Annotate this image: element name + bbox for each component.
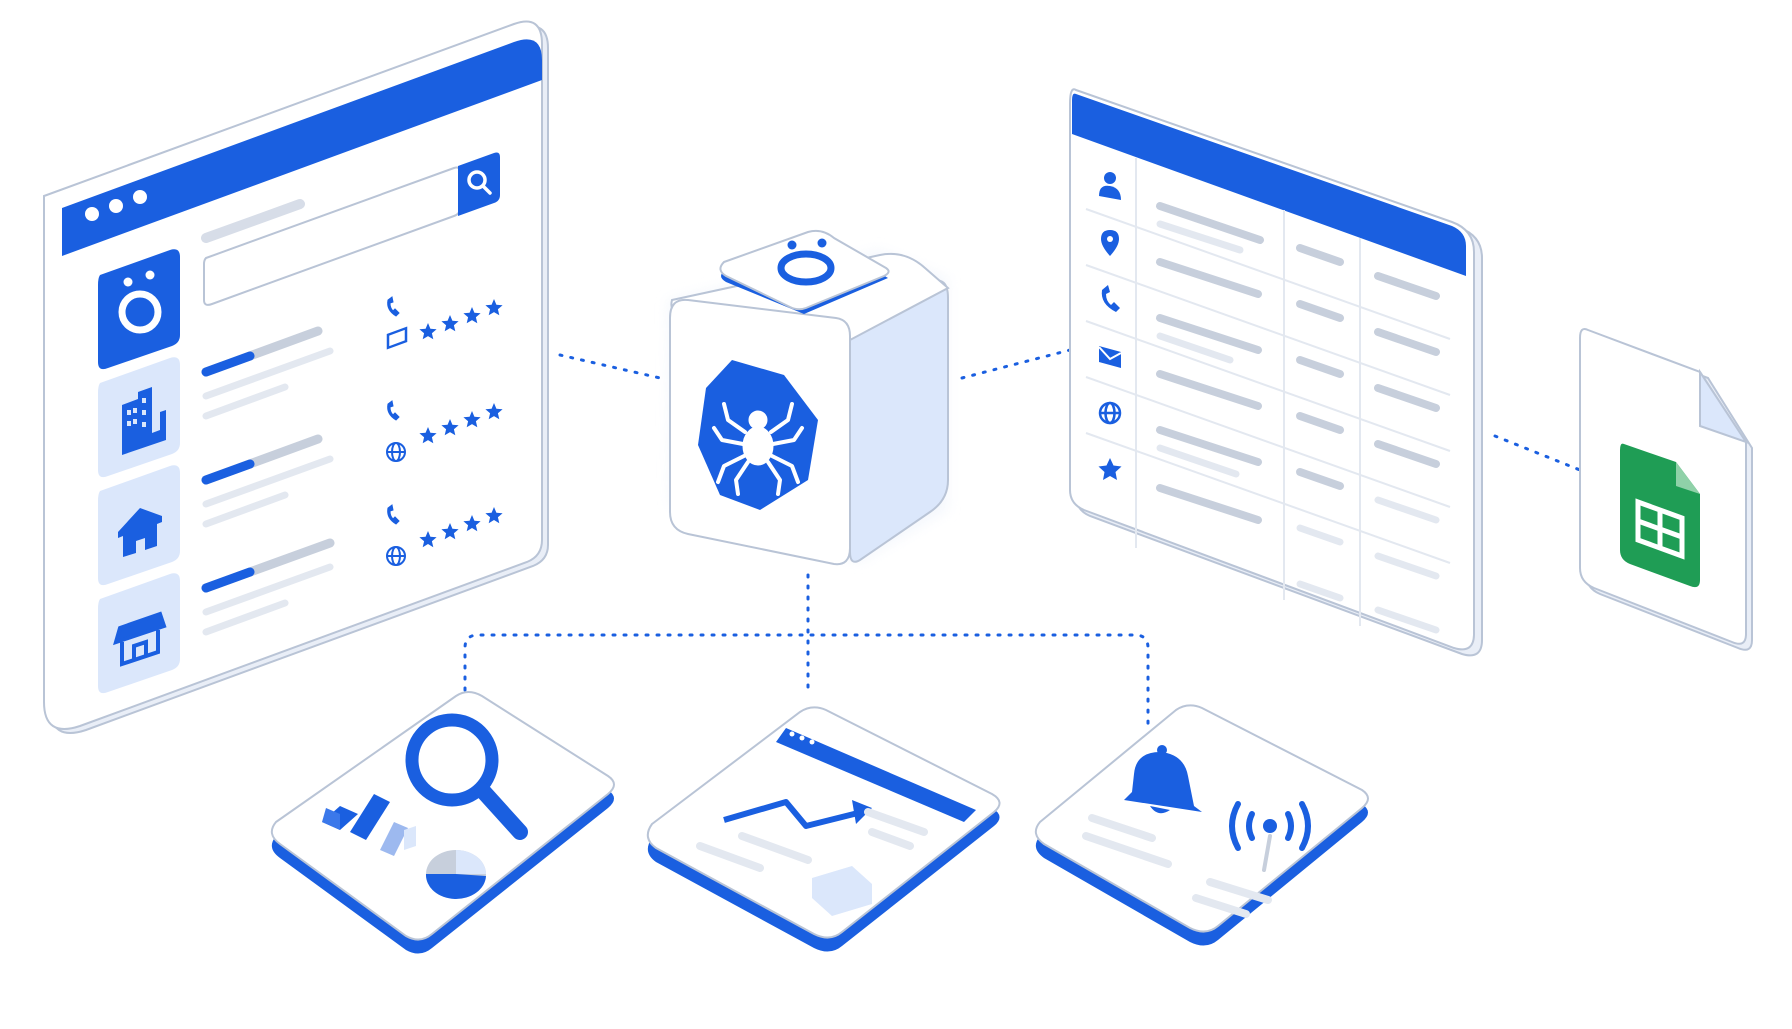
search-bar[interactable] [201, 152, 500, 306]
browser-window [43, 20, 549, 734]
sidebar-item-store[interactable] [98, 573, 180, 694]
connector-table-to-sheet [1493, 434, 1582, 472]
globe-icon [1098, 401, 1122, 425]
mail-icon [1098, 346, 1122, 368]
star-icon [419, 531, 437, 548]
star-icon [485, 299, 503, 316]
star-icon [441, 523, 459, 540]
outscraper-logo-icon [118, 270, 162, 334]
table-grid [1135, 158, 1361, 626]
rating-stars [419, 299, 503, 548]
star-icon [441, 419, 459, 436]
bar-blocks [322, 794, 416, 856]
house-icon [118, 508, 162, 557]
star-icon [485, 403, 503, 420]
connector-core-to-table [960, 348, 1072, 380]
search-icon [405, 713, 528, 840]
bell-icon [1124, 745, 1202, 814]
globe-icon [386, 442, 406, 462]
window-dot-2[interactable] [109, 199, 123, 213]
magnifier-analytics-icon [322, 713, 528, 900]
tile-analytics[interactable] [270, 691, 615, 954]
sidebar-item-building[interactable] [98, 357, 180, 478]
listing-row-1[interactable] [201, 326, 334, 420]
outscraper-logo-icon [777, 238, 835, 286]
table-column-icons [1098, 172, 1122, 480]
search-icon [467, 170, 492, 195]
star-icon [441, 315, 459, 332]
user-icon [1099, 172, 1121, 200]
phone-icon [387, 400, 400, 421]
star-icon [419, 427, 437, 444]
tile-trend[interactable] [646, 706, 1001, 952]
star-icon [1098, 458, 1122, 480]
data-table-window [1069, 88, 1483, 657]
google-sheets-icon[interactable] [1620, 443, 1700, 588]
star-icon [463, 515, 481, 532]
pie-chart-icon [425, 850, 486, 900]
phone-icon [387, 296, 400, 317]
table-row-dividers [1085, 208, 1451, 564]
listing-row-2[interactable] [201, 434, 334, 528]
window-dot-3[interactable] [133, 190, 147, 204]
listing-row-3[interactable] [201, 538, 335, 636]
bell-notification-icon [1082, 745, 1311, 918]
sheet-file-fold [1699, 368, 1749, 444]
star-icon [419, 323, 437, 340]
star-icon [463, 411, 481, 428]
listing-rows [201, 326, 335, 636]
trend-chart-icon [696, 728, 976, 916]
location-pin-icon [1101, 230, 1119, 256]
browser-title-bar [62, 39, 542, 256]
tile-notifications[interactable] [1034, 704, 1369, 946]
spider-icon [712, 402, 804, 496]
phone-icon [1101, 285, 1120, 312]
star-icon [485, 507, 503, 524]
signal-icon [1229, 801, 1311, 872]
star-icon [463, 307, 481, 324]
scraper-core-cube [668, 229, 950, 566]
window-dot-1[interactable] [85, 207, 99, 221]
sidebar-item-house[interactable] [98, 465, 180, 586]
table-cells [1156, 202, 1440, 634]
phone-icon [387, 504, 400, 525]
window-dots [85, 190, 147, 221]
export-file [1579, 328, 1753, 651]
table-header-bar [1072, 93, 1466, 276]
connector-lines [463, 348, 1582, 727]
spider-hexagon [698, 360, 818, 510]
contact-icons [386, 296, 408, 566]
search-button[interactable] [458, 152, 500, 217]
globe-icon [386, 546, 406, 566]
mail-icon [386, 326, 408, 350]
core-logo-button[interactable] [719, 229, 890, 314]
connector-branch [463, 633, 1150, 727]
building-icon [122, 387, 166, 455]
sidebar-item-logo[interactable] [98, 249, 180, 370]
connector-browser-to-core [558, 353, 662, 380]
storefront-icon [113, 611, 167, 667]
